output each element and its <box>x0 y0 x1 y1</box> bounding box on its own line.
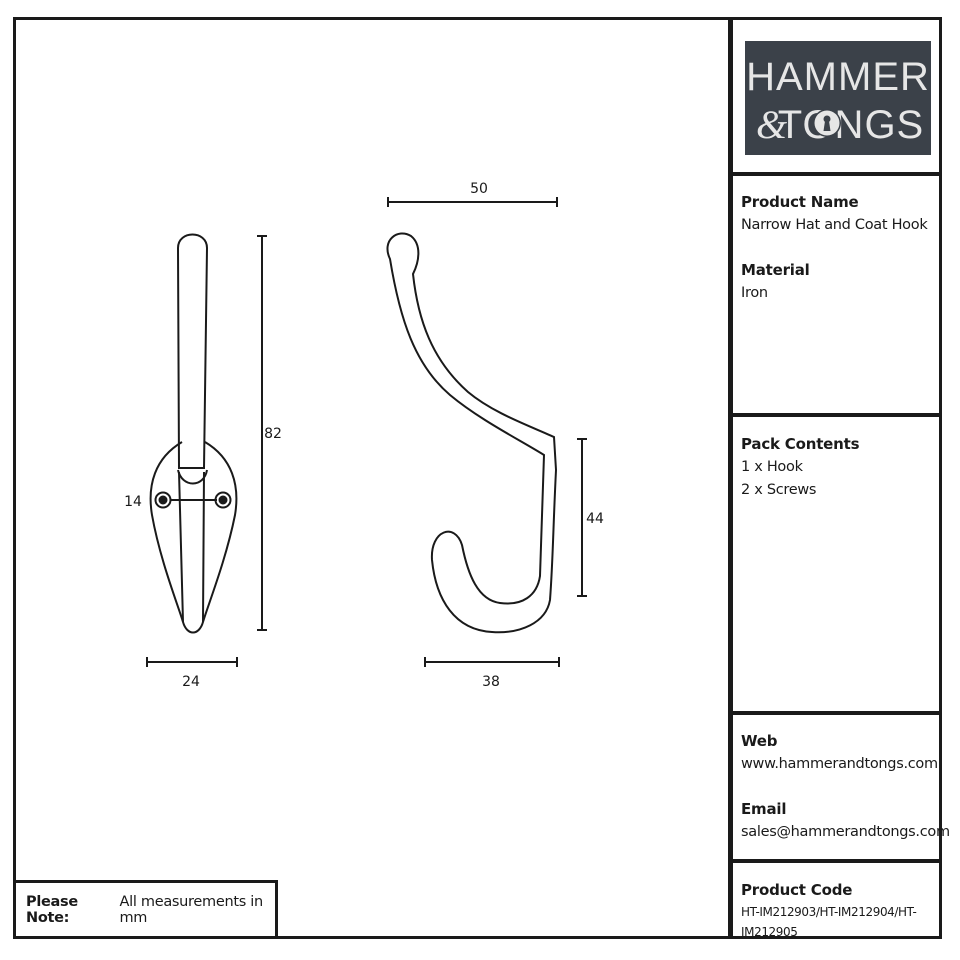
brand-line2: TONGS <box>778 103 925 147</box>
divider-logo <box>728 172 942 176</box>
divider-pack <box>728 711 942 715</box>
screw-hole-left <box>154 491 172 509</box>
dim-side-hook-height <box>577 438 587 597</box>
email-label: Email <box>741 800 787 818</box>
dim-label-side-bottom-width: 38 <box>482 674 500 690</box>
measurement-note: Please Note: All measurements in mm <box>13 880 278 939</box>
dim-front-width <box>146 657 238 667</box>
hook-front-view <box>149 233 238 634</box>
hook-side-view <box>386 232 558 634</box>
dim-side-bottom-width <box>424 657 560 667</box>
screw-hole-right <box>214 491 232 509</box>
drawing-sheet-border <box>13 17 942 939</box>
dim-front-height <box>257 235 267 631</box>
dim-label-side-hook-height: 44 <box>586 511 604 527</box>
material-label: Material <box>741 261 810 279</box>
product-name-label: Product Name <box>741 193 859 211</box>
note-label: Please Note: <box>26 893 78 926</box>
material-value: Iron <box>741 285 768 301</box>
contact-panel: Web www.hammerandtongs.com Email sales@h… <box>741 732 950 844</box>
dim-label-side-top-width: 50 <box>470 181 488 197</box>
brand-ampersand: & <box>756 102 787 147</box>
pack-item: 2 x Screws <box>741 482 817 498</box>
title-block-divider <box>728 17 733 939</box>
dim-label-hole-spacing: 14 <box>124 494 142 510</box>
product-code-label: Product Code <box>741 881 853 899</box>
note-text: All measurements in mm <box>119 893 263 926</box>
dim-side-top-width <box>387 197 558 207</box>
product-panel: Product Name Narrow Hat and Coat Hook Ma… <box>741 193 941 305</box>
keyhole-icon <box>813 109 841 137</box>
dim-label-front-height: 82 <box>264 426 282 442</box>
brand-logo: HAMMER & TONGS <box>745 41 931 155</box>
product-code-value: HT-IM212903/HT-IM212904/HT-IM212905 <box>741 905 917 939</box>
dim-label-front-width: 24 <box>182 674 200 690</box>
code-panel: Product Code HT-IM212903/HT-IM212904/HT-… <box>741 881 939 942</box>
pack-panel: Pack Contents 1 x Hook 2 x Screws <box>741 435 941 502</box>
pack-item: 1 x Hook <box>741 459 803 475</box>
web-label: Web <box>741 732 778 750</box>
divider-product <box>728 413 942 417</box>
email-value: sales@hammerandtongs.com <box>741 824 950 840</box>
technical-drawing: 82 24 14 50 44 38 <box>124 181 604 690</box>
brand-line1: HAMMER <box>746 55 930 99</box>
divider-contact <box>728 859 942 863</box>
pack-contents-label: Pack Contents <box>741 435 860 453</box>
product-name-value: Narrow Hat and Coat Hook <box>741 217 928 233</box>
web-value: www.hammerandtongs.com <box>741 756 938 772</box>
